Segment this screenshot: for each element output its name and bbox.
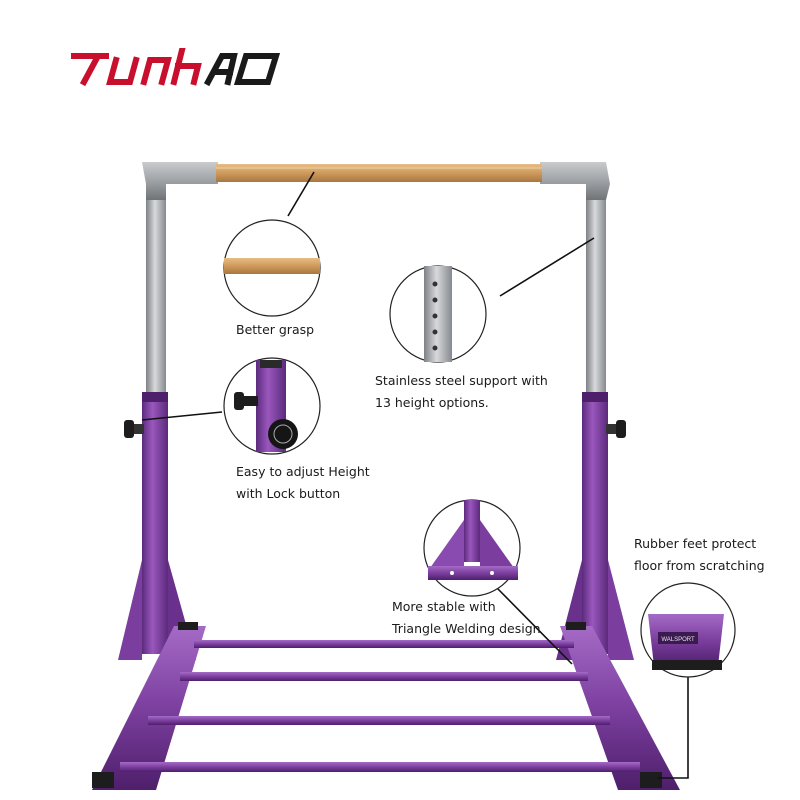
callout-grasp: Better grasp <box>236 319 314 341</box>
callout-steel: Stainless steel support with 13 height o… <box>375 370 548 414</box>
right-purple-post <box>582 392 608 654</box>
cross-bar-4 <box>120 762 640 772</box>
callout-grasp-line1: Better grasp <box>236 322 315 337</box>
right-steel-post <box>586 178 606 400</box>
callout-rubber-line2: floor from scratching <box>634 558 765 573</box>
callout-height-line1: Easy to adjust Height <box>236 464 370 479</box>
detail-circle-grasp <box>223 219 321 317</box>
callout-steel-line1: Stainless steel support with <box>375 373 548 388</box>
rubber-foot <box>640 772 662 788</box>
right-lock-knob <box>606 420 626 438</box>
callout-stable: More stable with Triangle Welding design <box>392 596 541 640</box>
rubber-foot <box>92 772 114 788</box>
callout-steel-line2: 13 height options. <box>375 395 489 410</box>
callout-height: Easy to adjust Height with Lock button <box>236 461 370 505</box>
rubber-foot <box>566 622 586 630</box>
detail-circle-triangle <box>423 499 521 597</box>
callout-rubber-line1: Rubber feet protect <box>634 536 757 551</box>
callout-rubber: Rubber feet protect floor from scratchin… <box>634 533 765 577</box>
callout-height-line2: with Lock button <box>236 486 341 501</box>
wooden-rail <box>216 164 542 182</box>
left-steel-post <box>146 178 166 400</box>
left-purple-post <box>142 392 168 654</box>
callout-stable-line2: Triangle Welding design <box>392 621 541 636</box>
detail-circle-rubber-feet: WALSPORT <box>640 582 736 678</box>
rubber-foot <box>178 622 198 630</box>
cross-bar-1 <box>194 640 574 648</box>
left-lock-knob <box>124 420 144 438</box>
right-elbow <box>540 162 610 200</box>
detail-circle-height-lock <box>223 357 321 455</box>
callout-stable-line1: More stable with <box>392 599 496 614</box>
base-left-rail <box>92 626 206 790</box>
left-elbow <box>142 162 218 200</box>
yunhao-logo <box>71 48 281 87</box>
detail-circle-steel <box>389 265 487 363</box>
cross-bar-2 <box>180 672 588 681</box>
base-right-rail <box>560 626 680 790</box>
walsport-badge: WALSPORT <box>661 637 695 643</box>
cross-bar-3 <box>148 716 610 725</box>
